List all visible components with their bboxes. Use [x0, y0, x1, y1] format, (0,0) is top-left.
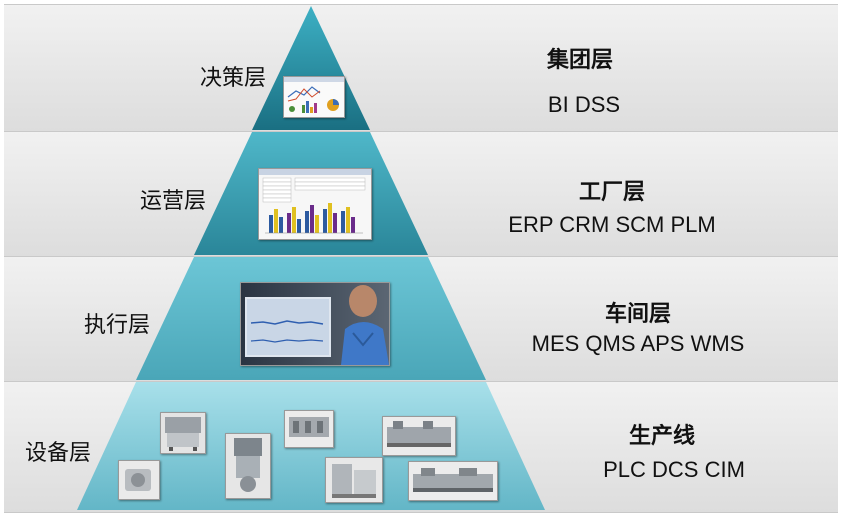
- machine-photo: [284, 410, 334, 448]
- tier-left-label: 决策层: [200, 66, 267, 91]
- tier-title: 集团层: [546, 48, 613, 73]
- tier-left-label: 设备层: [25, 441, 92, 466]
- machine-photo: [408, 461, 498, 501]
- tier-systems: PLC DCS CIM: [603, 457, 745, 482]
- tier-left-label: 执行层: [84, 313, 151, 338]
- tier-systems: ERP CRM SCM PLM: [508, 212, 716, 237]
- tier-left-label: 运营层: [140, 189, 207, 214]
- tier-systems: BI DSS: [547, 92, 621, 117]
- machine-photo: [160, 412, 206, 454]
- tier-title: 工厂层: [578, 180, 645, 205]
- machine-photo: [118, 460, 160, 500]
- machine-photo: [325, 457, 383, 503]
- tier-title: 生产线: [628, 424, 695, 449]
- tier-band-decision: [4, 4, 838, 132]
- tier-title: 车间层: [604, 302, 671, 327]
- tier-systems: MES QMS APS WMS: [531, 331, 745, 356]
- machine-photo: [225, 433, 271, 499]
- dashboard-charts-image: [283, 76, 345, 118]
- operator-monitor-photo: [240, 282, 390, 366]
- tier-band-operation: [4, 131, 838, 257]
- spreadsheet-chart-image: [258, 168, 372, 240]
- machine-photo: [382, 416, 456, 456]
